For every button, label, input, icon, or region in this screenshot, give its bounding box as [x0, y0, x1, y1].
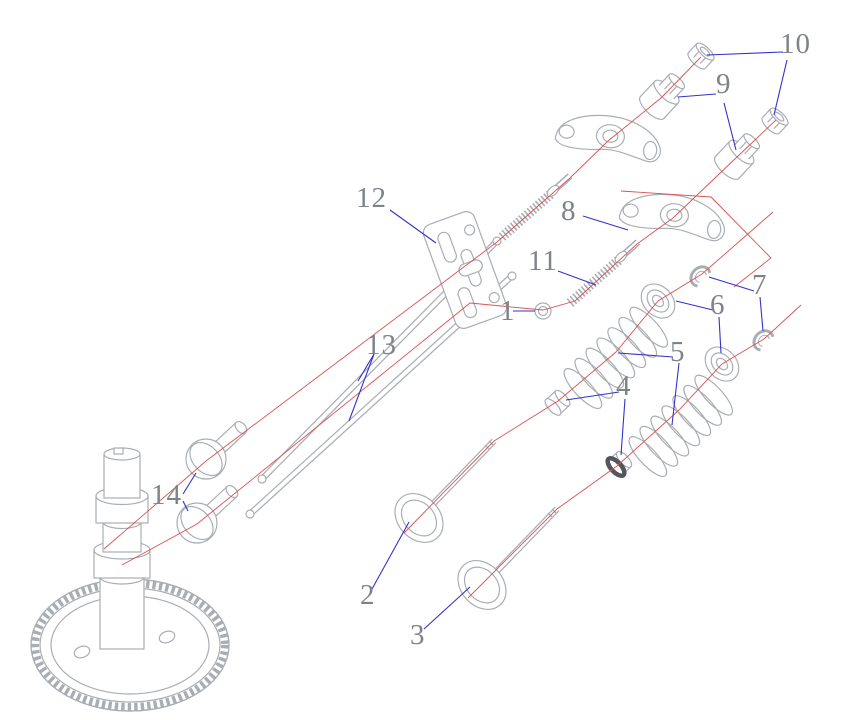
jam-nut-upper [684, 39, 718, 73]
guide-plate [422, 211, 508, 329]
callout-3: 3 [410, 619, 426, 651]
leader-9a [677, 93, 717, 98]
leader-13a [357, 353, 375, 382]
leader-12 [389, 209, 437, 244]
callout-leader-lines [182, 51, 788, 630]
callout-9: 9 [716, 68, 732, 100]
leader-7b [759, 296, 764, 332]
callout-4: 4 [616, 370, 632, 402]
rocker-arm-upper [553, 109, 665, 164]
leader-4b [620, 398, 626, 456]
axis-line-rocker-train-lower [121, 119, 777, 566]
camshaft [93, 447, 151, 650]
tappet-upper [185, 420, 248, 480]
leader-14b [182, 500, 189, 512]
leader-9b [723, 102, 737, 151]
callout-5: 5 [670, 336, 686, 368]
callout-2: 2 [360, 579, 376, 611]
washer [534, 302, 552, 320]
leader-6b [718, 316, 722, 354]
tappet-lower [176, 484, 239, 544]
leader-5b [671, 362, 680, 426]
callout-14: 14 [151, 479, 182, 511]
axis-line-valve-lower [467, 304, 802, 599]
leader-2 [371, 521, 410, 590]
axis-line-valve-upper [403, 211, 774, 534]
leader-6a [675, 300, 714, 311]
callout-6: 6 [710, 289, 726, 321]
valve-keeper-upper [685, 261, 713, 289]
axis-line-rocker-train-upper [103, 56, 702, 550]
leader-10b [773, 59, 788, 116]
leader-11 [557, 270, 597, 286]
callout-11: 11 [528, 245, 558, 277]
rocker-stud-upper [498, 173, 573, 241]
axis-line-zigzag [620, 190, 772, 288]
callout-8: 8 [561, 195, 577, 227]
valve-spring-lower [623, 369, 739, 482]
leader-14a [182, 472, 197, 495]
leader-13b [348, 353, 375, 422]
rocker-stud-lower [566, 239, 641, 307]
assembly-axis-lines [103, 56, 802, 599]
leader-10a [706, 51, 784, 56]
leader-8 [582, 215, 629, 231]
callout-13: 13 [366, 329, 397, 361]
leader-3 [423, 586, 471, 630]
callout-7: 7 [752, 269, 768, 301]
leader-7a [708, 276, 755, 292]
callout-10: 10 [780, 28, 811, 60]
valve-keeper-lower [748, 325, 776, 353]
callout-12: 12 [356, 182, 387, 214]
leader-4a [565, 391, 620, 401]
callout-1: 1 [500, 295, 516, 327]
leader-5a [617, 352, 674, 358]
